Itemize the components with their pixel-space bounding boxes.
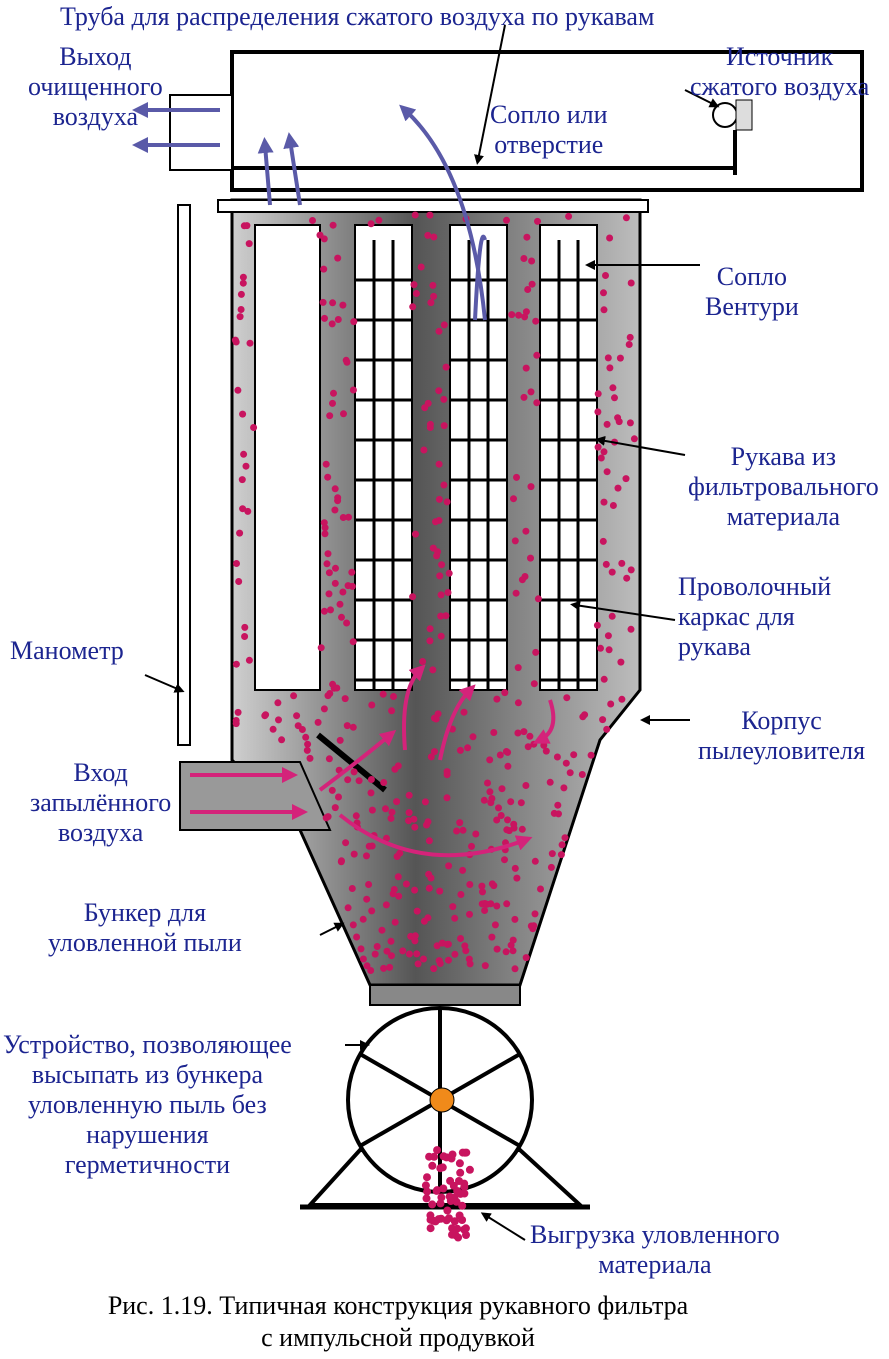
bag-with-wire-cage <box>449 224 508 691</box>
flow-arrows <box>132 102 556 858</box>
figure-caption: Рис. 1.19. Типичная конструкция рукавног… <box>107 1291 689 1352</box>
rotary-valve <box>300 984 590 1210</box>
label-manometer: Манометр <box>10 636 124 665</box>
bag-with-wire-cage <box>354 224 413 691</box>
filter-bags <box>254 224 598 691</box>
rotor-hub <box>429 1087 455 1113</box>
bag-plain <box>254 224 321 691</box>
dust-particles <box>231 211 638 1242</box>
manometer-tube <box>177 204 191 746</box>
label-pipe: Труба для распределения сжатого воздуха … <box>60 2 655 31</box>
bag-with-wire-cage <box>539 224 598 691</box>
compressed-air-source <box>712 99 753 175</box>
leader-lines <box>144 24 720 1241</box>
